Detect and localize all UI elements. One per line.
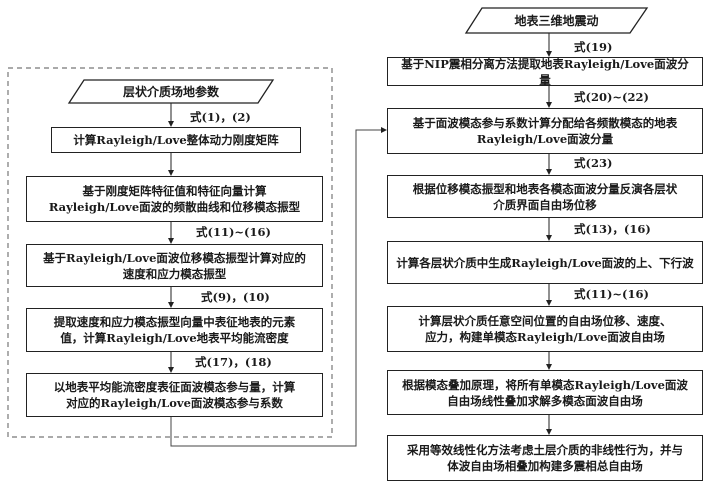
right-step-7: 采用等效线性化方法考虑土层介质的非线性行为，并与 体波自由场相叠加构建多震相总自… — [387, 435, 703, 481]
equation-label: 式(13)，(16) — [574, 222, 651, 236]
equation-label: 式(11)~(16) — [196, 225, 271, 239]
right-step-4: 计算各层状介质中生成Rayleigh/Love面波的上、下行波 — [387, 241, 703, 284]
step-text: 根据模态叠加原理，将所有单模态Rayleigh/Love面波 自由场线性叠加求解… — [402, 377, 688, 408]
left-step-1: 计算Rayleigh/Love整体动力刚度矩阵 — [51, 127, 301, 153]
step-text: 采用等效线性化方法考虑土层介质的非线性行为，并与 体波自由场相叠加构建多震相总自… — [407, 443, 683, 473]
equation-label: 式(19) — [574, 40, 613, 54]
step-text: 计算各层状介质中生成Rayleigh/Love面波的上、下行波 — [396, 255, 694, 270]
left-step-5: 以地表平均能流密度表征面波模态参与量，计算 对应的Rayleigh/Love面波… — [26, 373, 323, 417]
equation-label: 式(11)~(16) — [574, 287, 649, 301]
right-step-3: 根据位移模态振型和地表各模态面波分量反演各层状 介质界面自由场位移 — [387, 175, 703, 218]
step-text: 根据位移模态振型和地表各模态面波分量反演各层状 介质界面自由场位移 — [412, 181, 678, 212]
right-input-label: 地表三维地震动 — [514, 14, 599, 28]
step-text: 基于面波模态参与系数计算分配给各频散模态的地表 Rayleigh/Love面波分… — [412, 116, 678, 146]
left-step-3: 基于Rayleigh/Love面波位移模态振型计算对应的 速度和应力模态振型 — [26, 244, 323, 287]
step-text: 基于Rayleigh/Love面波位移模态振型计算对应的 速度和应力模态振型 — [43, 250, 306, 281]
right-step-2: 基于面波模态参与系数计算分配给各频散模态的地表 Rayleigh/Love面波分… — [387, 108, 703, 154]
step-text: 基于刚度矩阵特征值和特征向量计算 Rayleigh/Love面波的频散曲线和位移… — [48, 184, 301, 214]
left-input-label: 层状介质场地参数 — [122, 85, 219, 99]
equation-label: 式(23) — [574, 156, 613, 170]
equation-label: 式(17)，(18) — [195, 355, 272, 369]
right-input-parallelogram — [464, 7, 649, 34]
cross-connector — [170, 127, 387, 447]
equation-label: 式(9)，(10) — [201, 290, 270, 304]
equation-label: 式(1)，(2) — [190, 110, 251, 124]
left-step-2: 基于刚度矩阵特征值和特征向量计算 Rayleigh/Love面波的频散曲线和位移… — [26, 176, 323, 222]
equation-label: 式(20)~(22) — [574, 90, 649, 104]
right-step-5: 计算层状介质任意空间位置的自由场位移、速度、 应力，构建单模态Rayleigh/… — [387, 306, 703, 352]
right-step-1: 基于NIP震相分离方法提取地表Rayleigh/Love面波分量 — [387, 56, 703, 87]
left-step-4: 提取速度和应力模态振型向量中表征地表的元素 值，计算Rayleigh/Love地… — [26, 308, 323, 352]
step-text: 提取速度和应力模态振型向量中表征地表的元素 值，计算Rayleigh/Love地… — [53, 315, 296, 345]
right-step-6: 根据模态叠加原理，将所有单模态Rayleigh/Love面波 自由场线性叠加求解… — [387, 370, 703, 415]
step-text: 以地表平均能流密度表征面波模态参与量，计算 对应的Rayleigh/Love面波… — [53, 380, 296, 410]
step-text: 计算层状介质任意空间位置的自由场位移、速度、 应力，构建单模态Rayleigh/… — [418, 314, 672, 344]
left-dashed-container — [7, 67, 333, 438]
step-text: 基于NIP震相分离方法提取地表Rayleigh/Love面波分量 — [401, 56, 689, 87]
step-text: 计算Rayleigh/Love整体动力刚度矩阵 — [73, 133, 279, 147]
left-input-parallelogram — [67, 79, 275, 104]
